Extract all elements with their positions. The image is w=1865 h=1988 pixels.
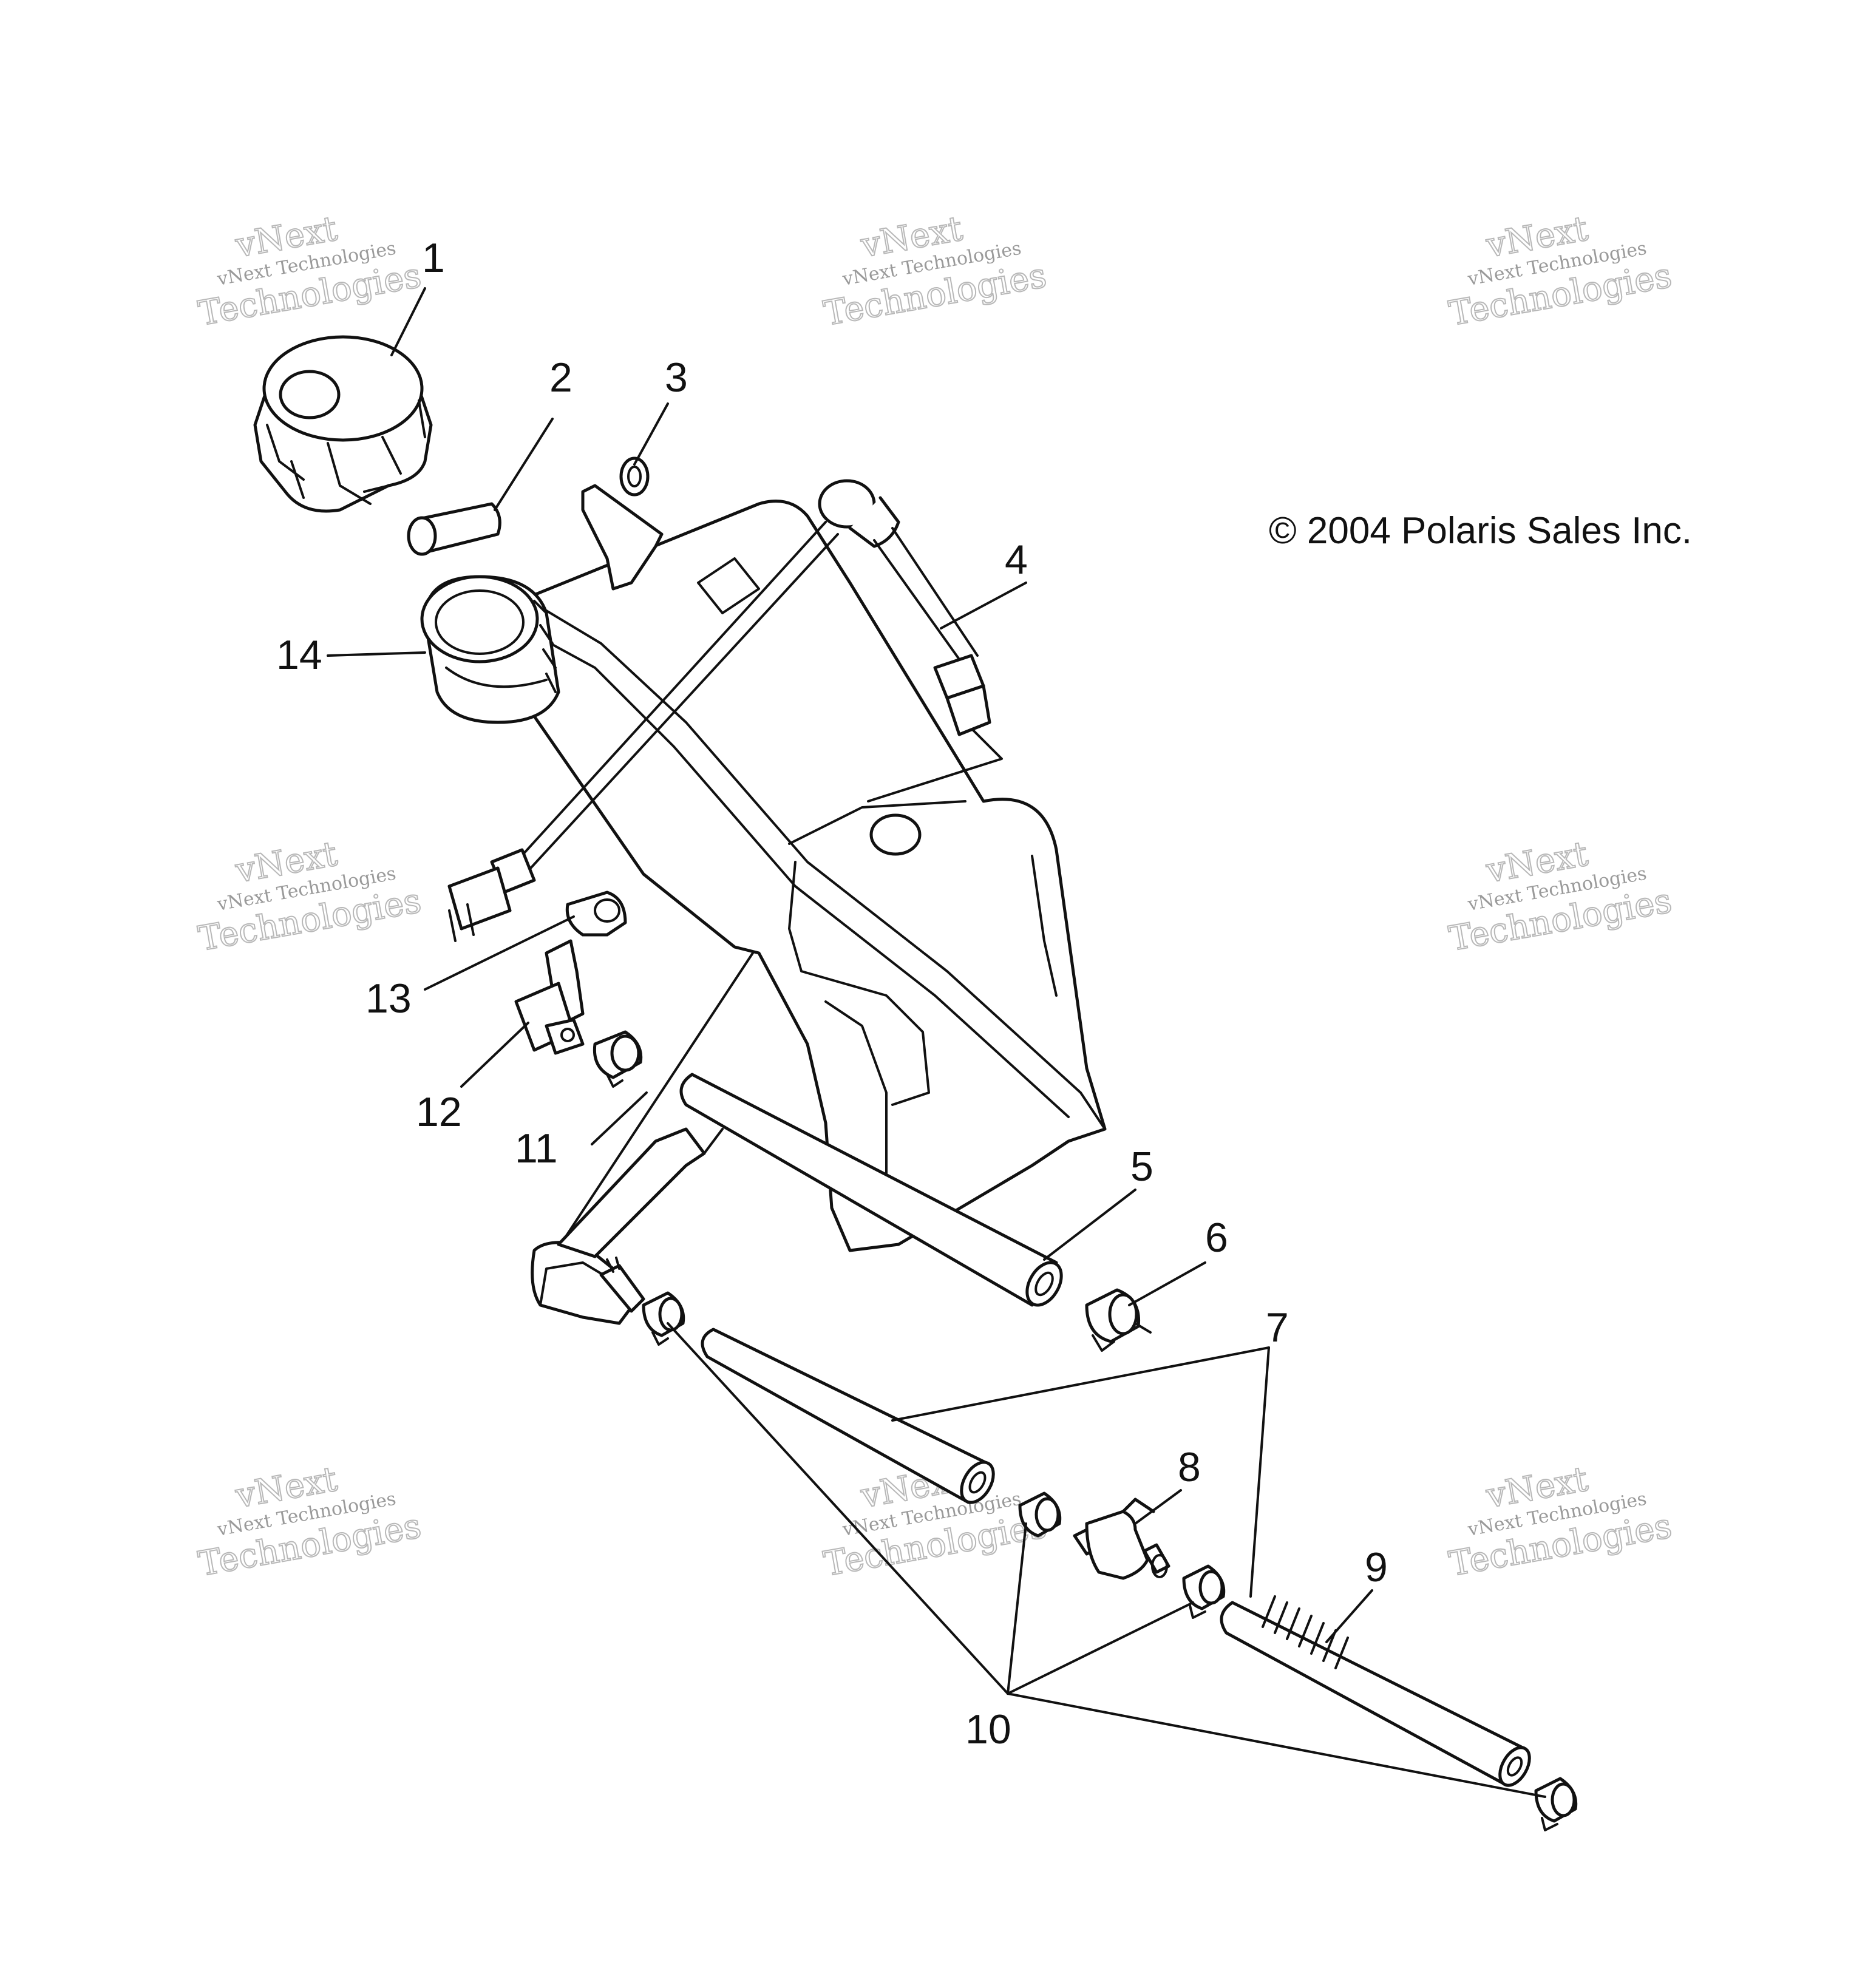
- callout-5: 5: [1130, 1144, 1153, 1190]
- callout-1: 1: [422, 235, 445, 281]
- copyright-notice: © 2004 Polaris Sales Inc.: [1269, 510, 1692, 552]
- clamp-10b: [1018, 1491, 1062, 1538]
- callout-7: 7: [1266, 1304, 1289, 1351]
- clamp-10c: [1182, 1564, 1226, 1619]
- callout-8: 8: [1178, 1444, 1201, 1490]
- leader-lines: [327, 287, 1546, 1798]
- fuel-filter: [1073, 1498, 1170, 1580]
- grommet: [565, 891, 627, 937]
- watermark: vNext vNext Technologies Technologies: [195, 833, 424, 960]
- callout-11: 11: [515, 1125, 558, 1172]
- callout-numbers: 1 2 3 4 5 6 7 8 9 10 11 12 13 14: [276, 235, 1388, 1752]
- watermark: vNext vNext Technologies Technologies: [1445, 833, 1675, 960]
- watermark: vNext vNext Technologies Technologies: [1445, 208, 1675, 334]
- callout-12: 12: [416, 1089, 462, 1135]
- watermark: vNext vNext Technologies Technologies: [1445, 1459, 1675, 1585]
- fuel-sender: [447, 479, 991, 942]
- watermark: vNext vNext Technologies Technologies: [820, 208, 1050, 334]
- watermark: vNext vNext Technologies Technologies: [195, 1459, 424, 1585]
- hose-5: [679, 1073, 1063, 1307]
- filler-neck: [420, 575, 560, 724]
- hose-9: [1220, 1595, 1531, 1787]
- fuel-tank: [527, 484, 1107, 1325]
- clamp-10d: [1534, 1777, 1578, 1831]
- callout-13: 13: [365, 975, 412, 1022]
- hose-7: [701, 1328, 995, 1504]
- callout-2: 2: [549, 355, 572, 401]
- watermark: vNext vNext Technologies Technologies: [195, 208, 424, 334]
- clamp-11: [593, 1030, 643, 1088]
- clamp-10a: [642, 1291, 685, 1346]
- elbow-fitting: [514, 939, 585, 1055]
- washer: [619, 456, 650, 497]
- callout-4: 4: [1005, 537, 1028, 583]
- callout-9: 9: [1365, 1544, 1388, 1590]
- vent: [407, 502, 501, 556]
- callout-14: 14: [276, 632, 322, 678]
- callout-3: 3: [665, 355, 688, 401]
- callout-10: 10: [965, 1706, 1011, 1752]
- callout-6: 6: [1205, 1215, 1228, 1261]
- fuel-cap: [253, 335, 433, 513]
- outlet-fitting: [599, 1257, 645, 1313]
